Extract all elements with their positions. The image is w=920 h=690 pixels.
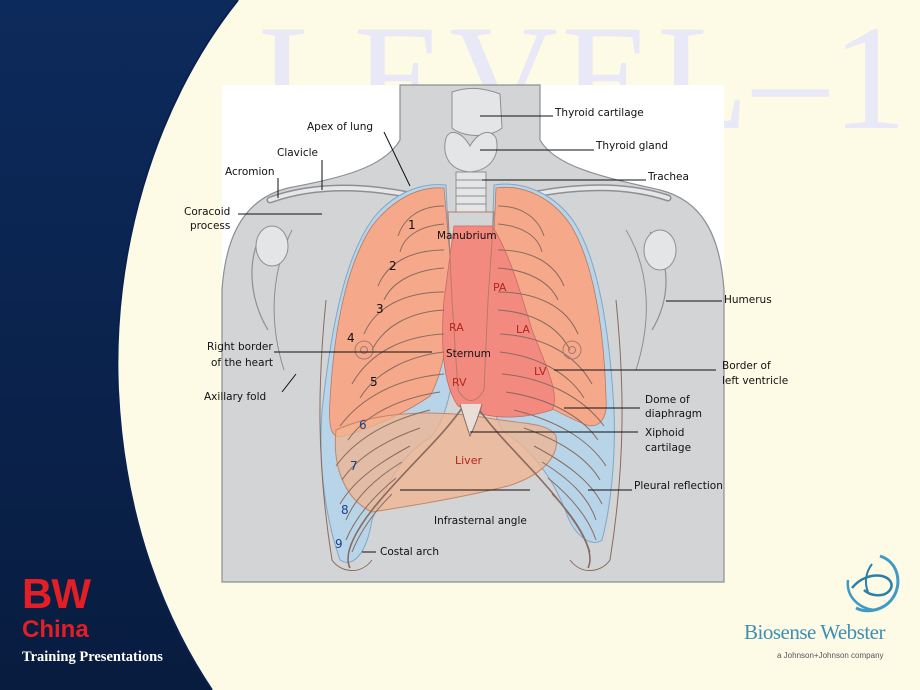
right-nipple bbox=[354, 340, 374, 360]
label-pleural-reflection: Pleural reflection bbox=[634, 480, 723, 492]
bw-logo-text: BW bbox=[22, 570, 91, 617]
label-trachea: Trachea bbox=[647, 171, 689, 183]
thyroid-cartilage-shape bbox=[451, 87, 503, 136]
label-thyroid-cartilage: Thyroid cartilage bbox=[554, 107, 644, 119]
left-nipple bbox=[562, 340, 582, 360]
trachea-shape bbox=[455, 171, 487, 213]
label-border-lv-2: left ventricle bbox=[722, 375, 788, 387]
label-dome-2: diaphragm bbox=[645, 408, 702, 420]
right-ribs bbox=[319, 205, 445, 571]
label-axillary-fold: Axillary fold bbox=[204, 391, 266, 403]
label-apex-of-lung: Apex of lung bbox=[307, 121, 373, 133]
label-liver: Liver bbox=[455, 454, 482, 467]
rib-number-2: 2 bbox=[389, 259, 397, 273]
label-dome-1: Dome of bbox=[645, 394, 690, 406]
label-xiphoid-1: Xiphoid bbox=[645, 427, 684, 439]
sternum-shape bbox=[447, 211, 495, 401]
label-clavicle: Clavicle bbox=[277, 147, 318, 159]
label-pa: PA bbox=[493, 281, 507, 294]
rib-number-7: 7 bbox=[350, 459, 358, 473]
rib-number-5: 5 bbox=[370, 375, 378, 389]
rib-number-1: 1 bbox=[408, 218, 416, 232]
label-costal-arch: Costal arch bbox=[380, 546, 439, 558]
rib-number-9: 9 bbox=[335, 537, 343, 551]
heart-shape bbox=[442, 225, 555, 418]
label-ra: RA bbox=[449, 321, 464, 334]
label-border-lv-1: Border of bbox=[722, 360, 771, 372]
rib-number-3: 3 bbox=[376, 302, 384, 316]
rib-number-4: 4 bbox=[347, 331, 355, 345]
label-sternum: Sternum bbox=[446, 348, 491, 360]
thyroid-gland-shape bbox=[444, 131, 498, 173]
label-coracoid-1: Coracoid bbox=[184, 206, 230, 218]
leader-lines bbox=[238, 115, 722, 553]
label-acromion: Acromion bbox=[225, 166, 275, 178]
label-lv: LV bbox=[534, 365, 547, 378]
label-la: LA bbox=[516, 323, 530, 336]
label-humerus: Humerus bbox=[724, 294, 772, 306]
training-presentations-text: Training Presentations bbox=[22, 649, 163, 665]
right-lung bbox=[329, 187, 453, 438]
left-ribs bbox=[497, 205, 623, 571]
label-right-border-1: Right border bbox=[207, 341, 273, 353]
johnson-company-text: a Johnson+Johnson company bbox=[777, 651, 884, 660]
label-rv: RV bbox=[452, 376, 467, 389]
xiphoid-shape bbox=[459, 403, 483, 438]
label-manubrium: Manubrium bbox=[437, 230, 497, 242]
biosense-webster-text: Biosense Webster bbox=[744, 620, 885, 644]
china-logo-text: China bbox=[22, 616, 89, 643]
label-infrasternal-angle: Infrasternal angle bbox=[434, 515, 527, 527]
label-coracoid-2: process bbox=[190, 220, 230, 232]
label-xiphoid-2: cartilage bbox=[645, 442, 691, 454]
rib-number-8: 8 bbox=[341, 503, 349, 517]
biosense-webster-icon bbox=[846, 554, 900, 613]
label-thyroid-gland: Thyroid gland bbox=[595, 140, 668, 152]
label-right-border-2: of the heart bbox=[211, 357, 273, 369]
costal-arch-shape bbox=[347, 407, 463, 569]
rib-number-6: 6 bbox=[359, 418, 367, 432]
